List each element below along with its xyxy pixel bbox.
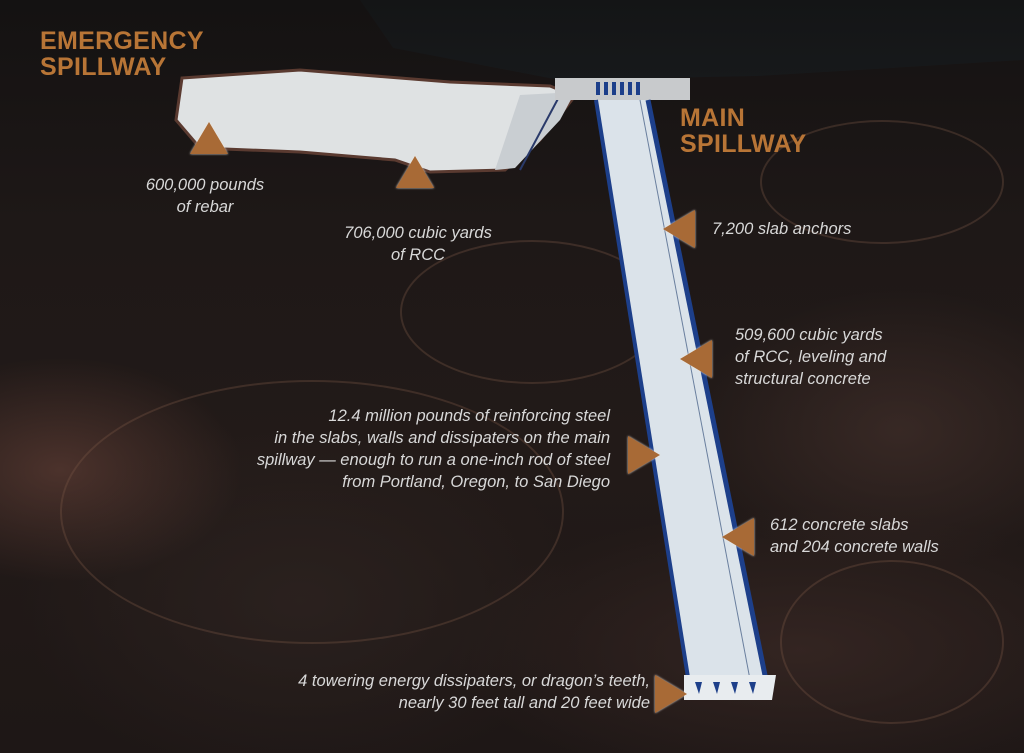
terrain-road <box>780 560 1004 724</box>
anchors-marker-icon <box>663 210 695 248</box>
annotation-line: 509,600 cubic yards <box>735 326 883 344</box>
steel-marker-icon <box>628 436 660 474</box>
annotation-line: 706,000 cubic yards <box>344 224 492 242</box>
annotation-line: of RCC, leveling and <box>735 348 887 366</box>
annotation-line: 612 concrete slabs <box>770 516 909 534</box>
anchors-annotation: 7,200 slab anchors <box>712 218 851 240</box>
steel-annotation: 12.4 million pounds of reinforcing steel… <box>240 405 610 493</box>
annotation-line: and 204 concrete walls <box>770 538 939 556</box>
annotation-line: spillway — enough to run a one-inch rod … <box>256 451 610 469</box>
annotation-line: in the slabs, walls and dissipaters on t… <box>274 429 610 447</box>
title-line: SPILLWAY <box>680 130 807 158</box>
annotation-line: 7,200 slab anchors <box>712 220 852 238</box>
annotation-line: 12.4 million pounds of reinforcing steel <box>328 407 610 425</box>
rebar-annotation: 600,000 pounds of rebar <box>135 174 275 218</box>
rcc-annotation: 706,000 cubic yards of RCC <box>328 222 508 266</box>
annotation-line: from Portland, Oregon, to San Diego <box>342 473 610 491</box>
title-line: EMERGENCY <box>40 27 204 55</box>
annotation-line: 4 towering energy dissipaters, or dragon… <box>298 672 650 690</box>
teeth-annotation: 4 towering energy dissipaters, or dragon… <box>200 670 650 714</box>
slabs-annotation: 612 concrete slabs and 204 concrete wall… <box>770 514 939 558</box>
title-line: SPILLWAY <box>40 53 167 81</box>
annotation-line: nearly 30 feet tall and 20 feet wide <box>398 694 650 712</box>
title-line: MAIN <box>680 104 746 132</box>
concrete-annotation: 509,600 cubic yards of RCC, leveling and… <box>735 324 886 390</box>
annotation-line: 600,000 pounds <box>145 176 265 194</box>
annotation-line: structural concrete <box>735 370 871 388</box>
spillway-gates <box>596 82 640 95</box>
main-spillway-title: MAIN SPILLWAY <box>680 105 807 157</box>
main-spillway-chute <box>596 100 770 690</box>
rcc-marker-icon <box>396 156 434 188</box>
terrain-road <box>60 380 564 644</box>
dragon-teeth <box>695 682 756 694</box>
annotation-line: of rebar <box>176 198 234 216</box>
teeth-marker-icon <box>655 675 687 713</box>
emergency-spillway-ramp <box>495 92 575 170</box>
terrain-road <box>760 120 1004 244</box>
concrete-marker-icon <box>680 340 712 378</box>
emergency-spillway-title: EMERGENCY SPILLWAY <box>40 28 204 80</box>
slabs-marker-icon <box>722 518 754 556</box>
annotation-line: of RCC <box>390 246 446 264</box>
rebar-marker-icon <box>190 122 228 154</box>
